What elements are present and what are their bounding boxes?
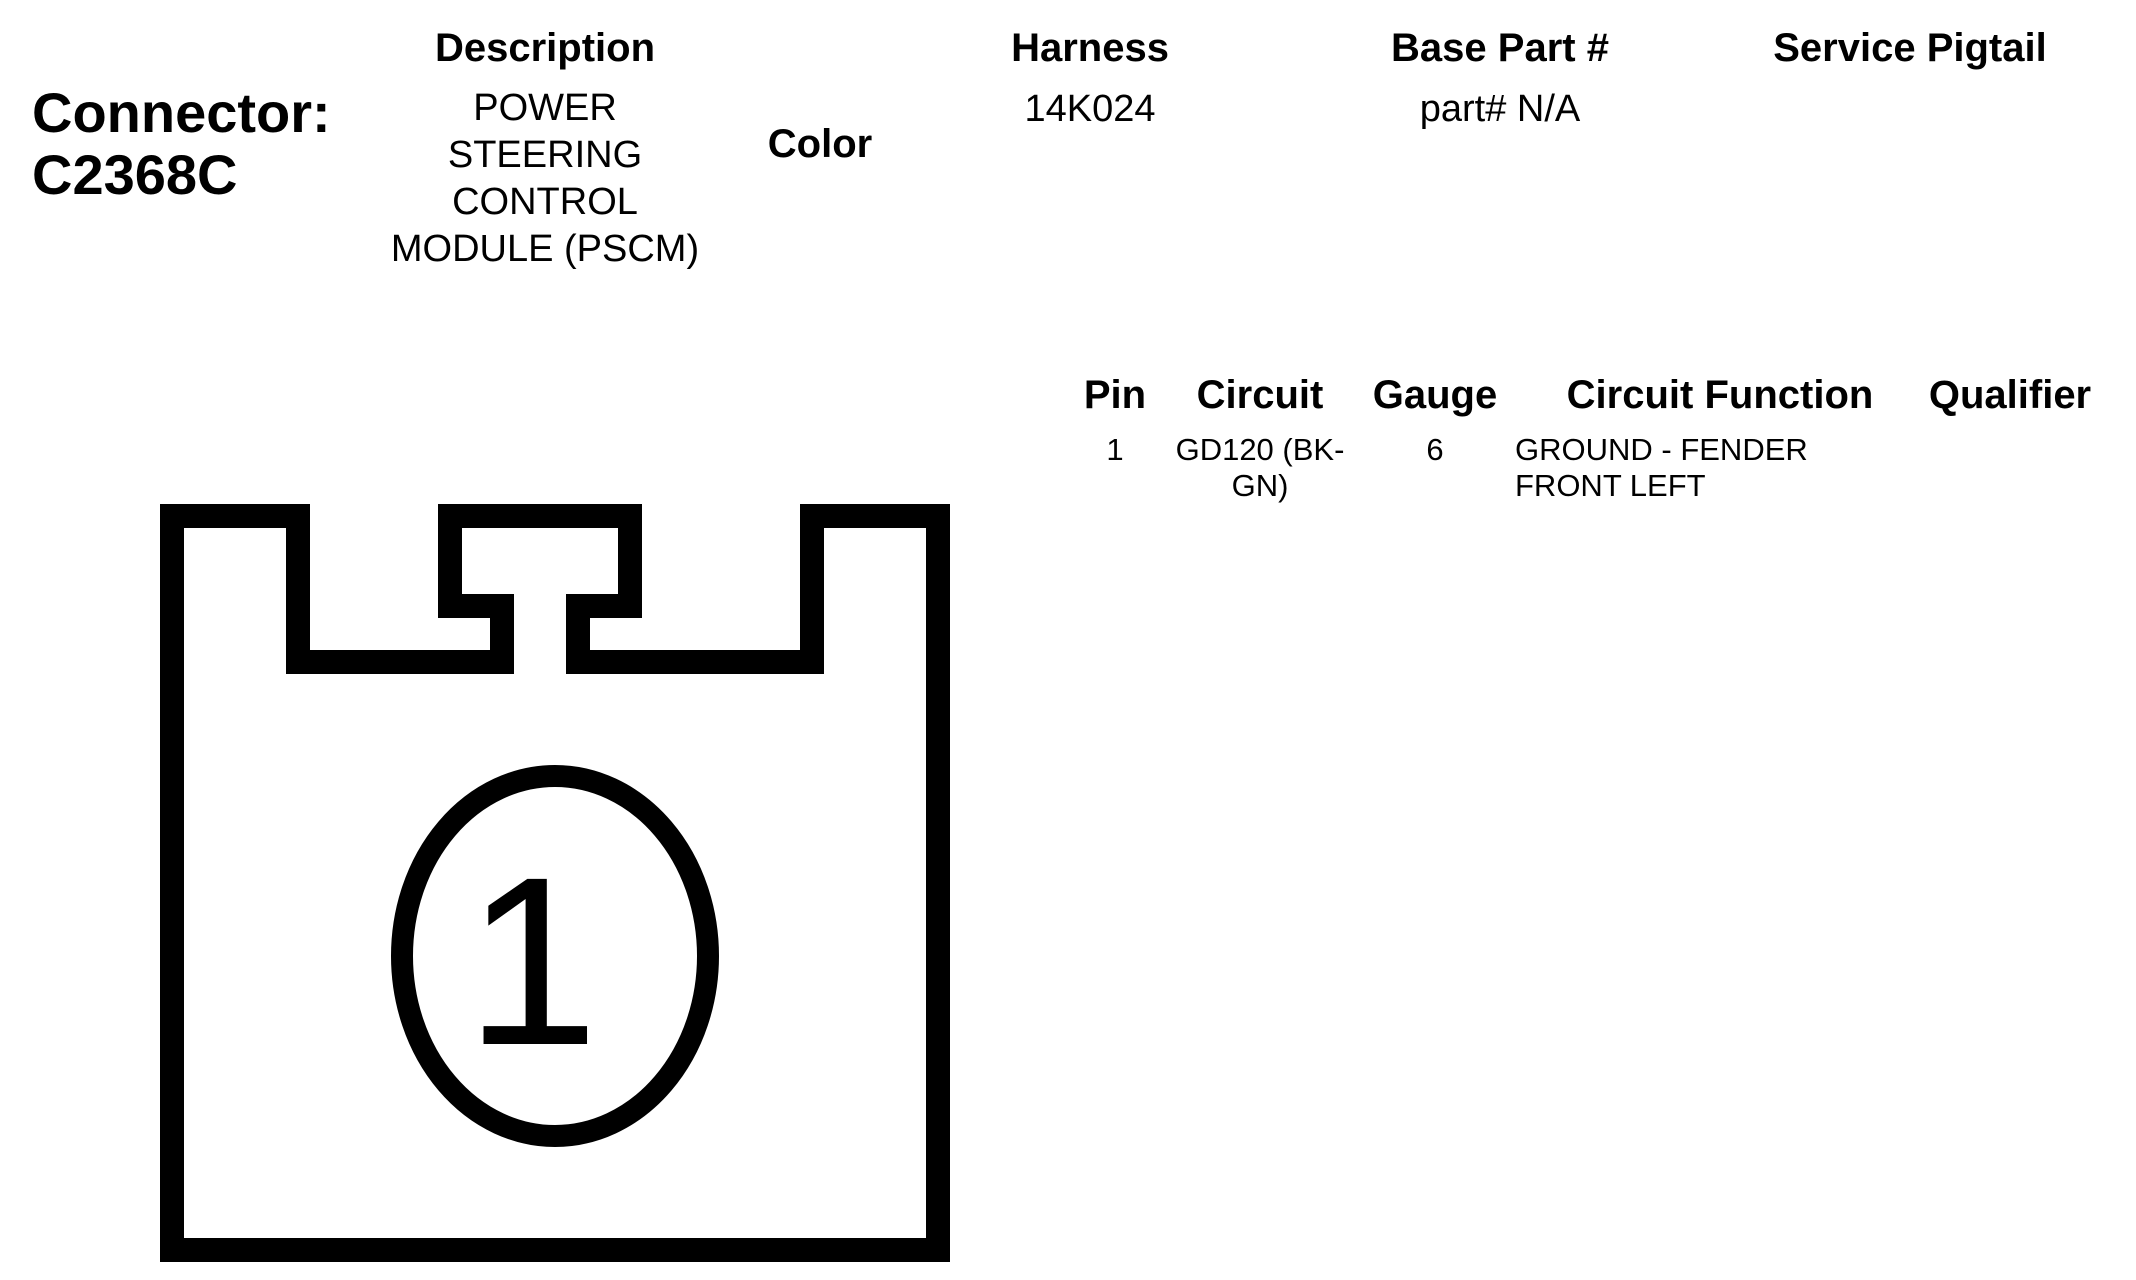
description-header: Description — [434, 26, 656, 70]
col-header-circuit-function: Circuit Function — [1566, 373, 1874, 417]
cell-circuit: GD120 (BK- GN) — [1175, 432, 1345, 503]
pin-1-label: 1 — [465, 827, 598, 1095]
base-part-header: Base Part # — [1391, 26, 1609, 70]
cell-pin: 1 — [1106, 432, 1124, 467]
connector-title: Connector: C2368C — [32, 82, 331, 206]
connector-id: C2368C — [32, 143, 238, 206]
connector-label: Connector: — [32, 81, 331, 144]
cell-gauge: 6 — [1426, 432, 1444, 467]
base-part-value: part# N/A — [1419, 88, 1581, 130]
pin-1-cavity — [391, 765, 719, 1147]
col-header-circuit: Circuit — [1196, 373, 1324, 417]
color-header: Color — [767, 122, 873, 166]
col-header-gauge: Gauge — [1372, 373, 1498, 417]
harness-header: Harness — [1011, 26, 1169, 70]
cell-circuit-function: GROUND - FENDER FRONT LEFT — [1515, 432, 1808, 503]
harness-value: 14K024 — [1024, 88, 1156, 130]
col-header-pin: Pin — [1083, 373, 1147, 417]
service-pigtail-header: Service Pigtail — [1773, 26, 2047, 70]
description-value: POWER STEERING CONTROL MODULE (PSCM) — [390, 87, 700, 270]
col-header-qualifier: Qualifier — [1928, 373, 2092, 417]
